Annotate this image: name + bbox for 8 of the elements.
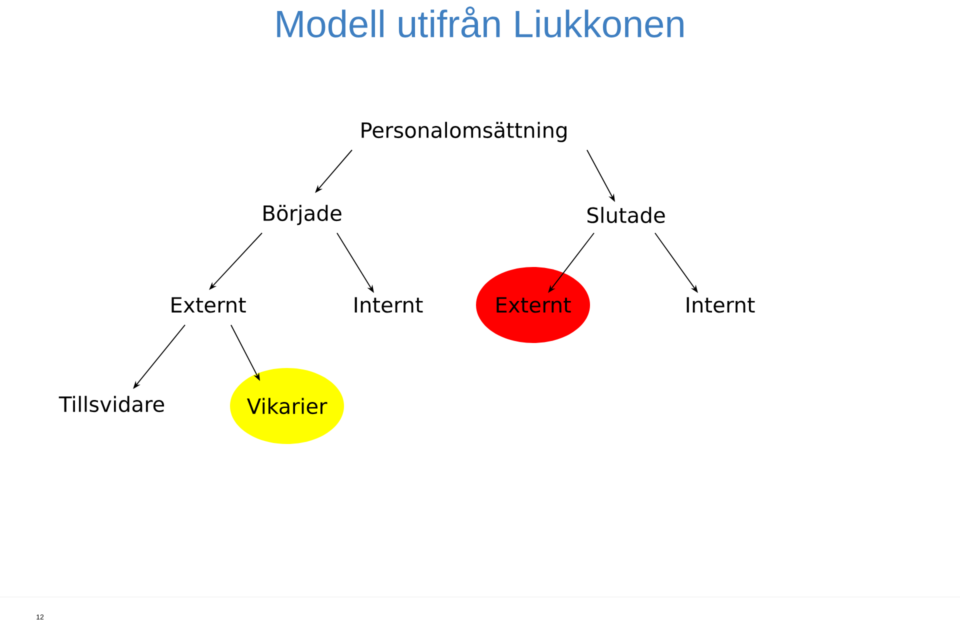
node-label: Slutade	[587, 206, 665, 224]
node-label: Personalomsättning	[362, 122, 566, 142]
slide-title: Modell utifrån Liukkonen	[277, 6, 684, 38]
node-label: Började	[264, 204, 342, 226]
node-label: Externt	[172, 297, 246, 313]
node-label: Tillsvidare	[58, 396, 164, 412]
node-label: Internt	[354, 297, 423, 313]
node-label: Internt	[686, 297, 755, 313]
